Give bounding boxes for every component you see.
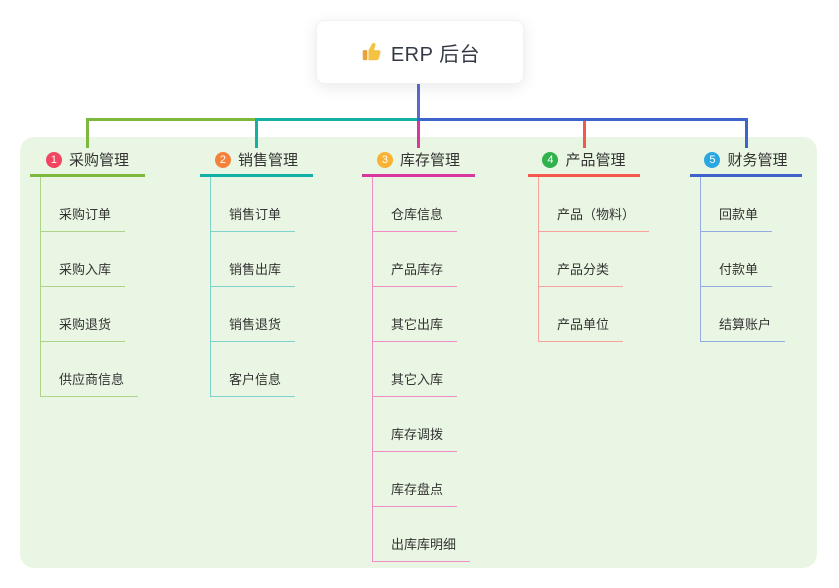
tree-node-label: 付款单 (701, 259, 773, 287)
thumbs-up-icon (360, 41, 382, 63)
connector-drop-2 (255, 118, 258, 148)
branch-1-children: 采购订单采购入库采购退货供应商信息 (40, 177, 145, 397)
branch-4: 4 产品管理产品（物料） 产品分类产品单位 (528, 148, 650, 342)
tree-node-label: 采购订单 (41, 204, 126, 232)
branch-4-title: 产品管理 (565, 152, 626, 169)
branch-1-title: 采购管理 (68, 152, 129, 169)
tree-node-label: 库存调拨 (373, 424, 458, 452)
tree-node-label: 采购入库 (41, 259, 126, 287)
tree-node[interactable]: 销售退货 (211, 287, 313, 342)
branch-5-title: 财务管理 (727, 152, 788, 169)
tree-node-label: 销售出库 (211, 259, 296, 287)
tree-node-label: 产品分类 (539, 259, 624, 287)
connector-bar-green (86, 118, 255, 121)
branch-2-label[interactable]: 2 销售管理 (200, 148, 313, 177)
connector-drop-3 (417, 118, 420, 148)
tree-node[interactable]: 产品单位 (539, 287, 640, 342)
tree-node-label: 仓库信息 (373, 204, 458, 232)
tree-node-label: 产品库存 (373, 259, 458, 287)
tree-node-label: 结算账户 (701, 314, 786, 342)
branch-3-badge: 3 (376, 151, 393, 168)
tree-node-label: 销售退货 (211, 314, 296, 342)
tree-node[interactable]: 产品库存 (373, 232, 475, 287)
tree-node[interactable]: 客户信息 (211, 342, 313, 397)
branch-3-label[interactable]: 3 库存管理 (362, 148, 475, 177)
tree-node-label: 产品单位 (539, 314, 624, 342)
tree-node[interactable]: 库存调拨 (373, 397, 475, 452)
branch-1-label[interactable]: 1 采购管理 (30, 148, 145, 177)
branch-5-badge: 5 (704, 151, 721, 168)
branch-2-title: 销售管理 (237, 152, 298, 169)
tree-node[interactable]: 仓库信息 (373, 177, 475, 232)
tree-node[interactable]: 结算账户 (701, 287, 802, 342)
tree-node[interactable]: 其它出库 (373, 287, 475, 342)
tree-node[interactable]: 付款单 (701, 232, 802, 287)
tree-node[interactable]: 采购退货 (41, 287, 145, 342)
branch-4-label[interactable]: 4 产品管理 (528, 148, 640, 177)
branch-1: 1 采购管理采购订单采购入库采购退货供应商信息 (30, 148, 145, 397)
root-node[interactable]: ERP 后台 (316, 20, 524, 84)
tree-node-label: 供应商信息 (41, 369, 139, 397)
tree-node-label: 客户信息 (211, 369, 296, 397)
branches-panel (20, 137, 817, 568)
root-title: ERP 后台 (390, 43, 481, 66)
tree-node[interactable]: 回款单 (701, 177, 802, 232)
connector-bar-teal (255, 118, 419, 121)
branch-4-badge: 4 (542, 151, 559, 168)
branch-4-children: 产品（物料） 产品分类产品单位 (538, 177, 650, 342)
tree-node-label: 销售订单 (211, 204, 296, 232)
tree-node[interactable]: 产品分类 (539, 232, 640, 287)
tree-node[interactable]: 销售订单 (211, 177, 313, 232)
tree-node[interactable]: 其它入库 (373, 342, 475, 397)
branch-5-children: 回款单付款单结算账户 (700, 177, 802, 342)
connector-drop-1 (86, 118, 89, 148)
tree-node[interactable]: 供应商信息 (41, 342, 145, 397)
tree-node-label: 其它入库 (373, 369, 458, 397)
tree-node-label: 库存盘点 (373, 479, 458, 507)
connector-drop-4 (582, 118, 586, 148)
tree-node[interactable]: 采购入库 (41, 232, 145, 287)
connector-root-stem (417, 82, 420, 118)
branch-5: 5 财务管理回款单付款单结算账户 (690, 148, 802, 342)
connector-drop-5 (744, 118, 748, 148)
branch-5-label[interactable]: 5 财务管理 (690, 148, 802, 177)
branch-3: 3 库存管理仓库信息产品库存其它出库其它入库库存调拨库存盘点出库库明细 (362, 148, 475, 562)
connector-bar-blue (417, 118, 748, 121)
branch-3-title: 库存管理 (399, 152, 460, 169)
tree-node[interactable]: 出库库明细 (373, 507, 475, 562)
branch-2-badge: 2 (214, 151, 231, 168)
tree-node[interactable]: 产品（物料） (539, 177, 650, 232)
tree-node[interactable]: 销售出库 (211, 232, 313, 287)
branch-2: 2 销售管理销售订单销售出库销售退货客户信息 (200, 148, 313, 397)
branch-2-children: 销售订单销售出库销售退货客户信息 (210, 177, 313, 397)
tree-node-label: 产品（物料） (539, 204, 650, 232)
branch-3-children: 仓库信息产品库存其它出库其它入库库存调拨库存盘点出库库明细 (372, 177, 475, 562)
branch-1-badge: 1 (45, 151, 62, 168)
tree-node-label: 采购退货 (41, 314, 126, 342)
tree-node-label: 其它出库 (373, 314, 458, 342)
tree-node[interactable]: 采购订单 (41, 177, 145, 232)
tree-node[interactable]: 库存盘点 (373, 452, 475, 507)
tree-node-label: 出库库明细 (373, 534, 471, 562)
tree-node-label: 回款单 (701, 204, 773, 232)
